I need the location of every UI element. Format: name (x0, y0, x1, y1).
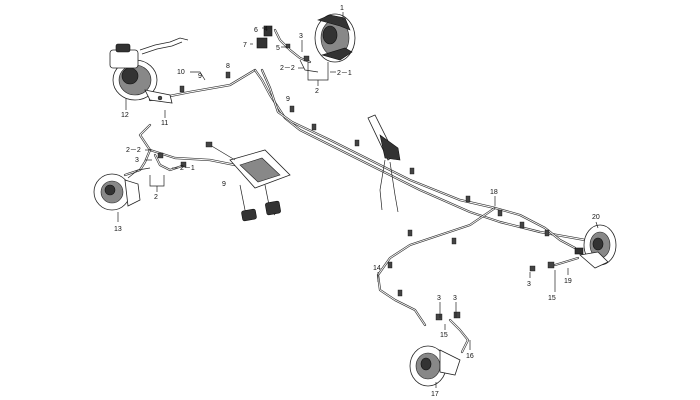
callout-9a: 9 (198, 73, 202, 80)
callout-14: 14 (373, 265, 381, 272)
callout-19: 19 (564, 278, 572, 285)
callout-6: 6 (254, 27, 258, 34)
callout-2-2-left: 2－2 (126, 147, 141, 154)
pipe-clips (179, 71, 550, 297)
callout-3-right: 3 (527, 281, 531, 288)
callout-11: 11 (161, 120, 168, 127)
callout-2-left: 2 (154, 194, 158, 201)
callout-12: 12 (121, 112, 129, 119)
brake-booster-master-cylinder (109, 43, 173, 104)
rear-left-drum (409, 345, 461, 387)
callout-15-right: 15 (548, 295, 556, 302)
callout-3-top: 3 (299, 33, 303, 40)
callout-labels: 1 4 6 7 5 3 2－2 2－1 2 8 10 9 9 9 12 11 2… (114, 5, 600, 398)
parking-brake-lever (367, 114, 401, 213)
front-right-caliper (314, 13, 356, 63)
callout-3-left: 3 (135, 157, 139, 164)
callout-16: 16 (466, 353, 474, 360)
callout-13: 13 (114, 226, 122, 233)
callout-1: 1 (340, 5, 344, 12)
leader-lines (117, 12, 599, 388)
main-brake-pipes (123, 37, 587, 327)
callout-9b: 9 (286, 96, 290, 103)
rear-right-hose (529, 256, 580, 272)
callout-20: 20 (592, 214, 600, 221)
callout-8: 8 (226, 63, 230, 70)
front-left-knuckle (93, 167, 151, 211)
callout-2-2-top: 2－2 (280, 65, 295, 72)
callout-2-top: 2 (315, 88, 319, 95)
callout-3-bot-a: 3 (437, 295, 441, 302)
callout-18: 18 (490, 189, 498, 196)
front-right-hose (256, 25, 319, 73)
pedal-bracket-assembly (205, 141, 291, 222)
rear-left-hose (435, 311, 470, 354)
callout-5: 5 (276, 45, 280, 52)
callout-3-bot-b: 3 (453, 295, 457, 302)
rear-right-drum (574, 224, 617, 269)
callout-17: 17 (431, 391, 439, 398)
callout-2-1-left: 2－1 (180, 165, 195, 172)
callout-9c: 9 (222, 181, 226, 188)
callout-10: 10 (177, 69, 185, 76)
callout-15-bot: 15 (440, 332, 448, 339)
callout-2-1-top: 2－1 (337, 70, 352, 77)
callout-7: 7 (243, 42, 247, 49)
callout-4: 4 (264, 26, 268, 33)
front-left-hose (153, 152, 187, 172)
